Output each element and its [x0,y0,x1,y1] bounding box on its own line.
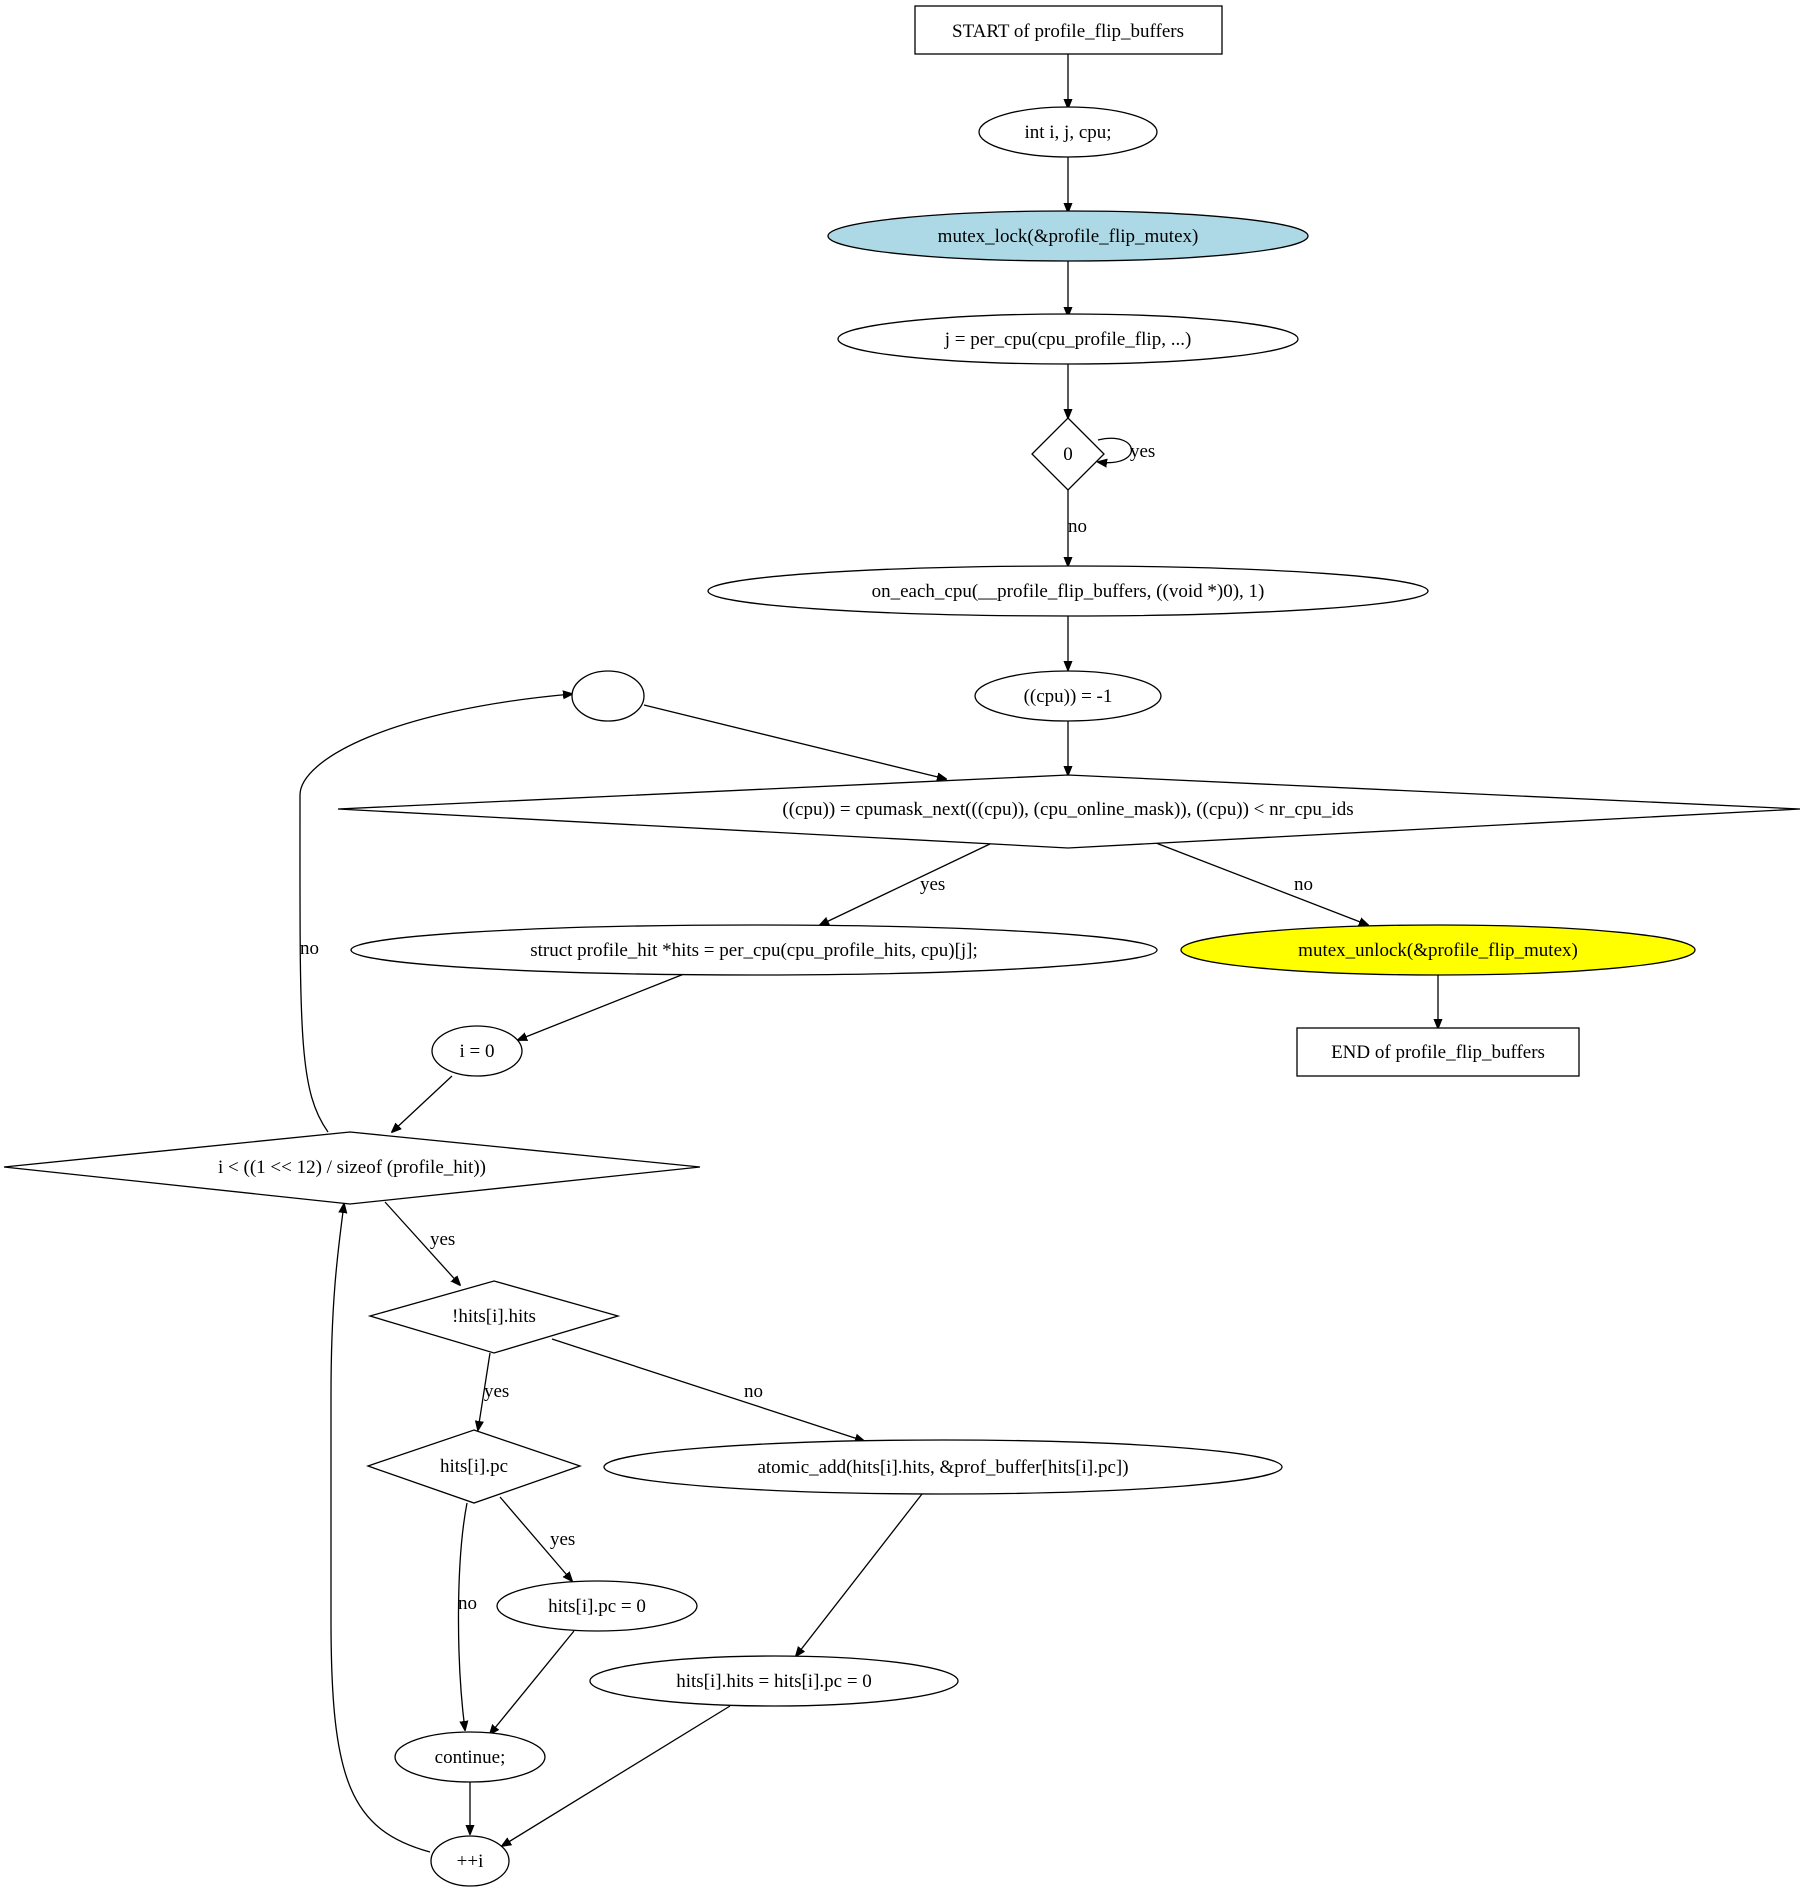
edge-label-nothits-yes: yes [484,1381,509,1402]
node-i-loop-label: i < ((1 << 12) / sizeof (profile_hit)) [218,1157,486,1178]
node-decl-label: int i, j, cpu; [1024,122,1111,143]
edge-label-pc-yes: yes [550,1529,575,1550]
node-end: END of profile_flip_buffers [1296,1027,1580,1077]
node-mutex-unlock: mutex_unlock(&profile_flip_mutex) [1180,924,1696,976]
node-hits-zero: hits[i].hits = hits[i].pc = 0 [589,1655,959,1707]
node-on-each-cpu: on_each_cpu(__profile_flip_buffers, ((vo… [707,565,1429,617]
edge-label-cpu-no: no [1294,874,1313,895]
node-atomic-add: atomic_add(hits[i].hits, &prof_buffer[hi… [603,1439,1283,1495]
node-on-each-cpu-label: on_each_cpu(__profile_flip_buffers, ((vo… [872,581,1265,602]
node-mutex-lock: mutex_lock(&profile_flip_mutex) [827,210,1309,262]
edge-label-cpu-yes: yes [920,874,945,895]
node-hits-decl-label: struct profile_hit *hits = per_cpu(cpu_p… [530,940,978,961]
node-hits-decl: struct profile_hit *hits = per_cpu(cpu_p… [350,924,1158,976]
node-empty [571,670,645,722]
node-not-hits-label: !hits[i].hits [452,1306,536,1327]
edge-atomic-hitszero [796,1493,923,1656]
node-i-init: i = 0 [431,1025,523,1077]
node-end-label: END of profile_flip_buffers [1331,1042,1545,1063]
edge-pczero-continue [490,1630,575,1734]
node-hits-zero-label: hits[i].hits = hits[i].pc = 0 [676,1671,872,1692]
edge-hitspc-pczero [499,1496,572,1581]
node-cpu-init: ((cpu)) = -1 [974,670,1162,722]
node-i-init-label: i = 0 [460,1041,495,1062]
edge-label-i-no: no [300,938,319,959]
node-mutex-unlock-label: mutex_unlock(&profile_flip_mutex) [1298,940,1578,961]
node-continue-label: continue; [435,1747,506,1768]
node-mutex-lock-label: mutex_lock(&profile_flip_mutex) [938,226,1199,247]
edge-hitsdecl-iinit [518,973,685,1040]
edge-cpuloop-unlock [1155,842,1368,925]
node-decl: int i, j, cpu; [978,106,1158,158]
edge-nothits-atomic [551,1338,864,1441]
edge-cpuloop-hitsdecl [820,842,993,925]
node-pc-zero: hits[i].pc = 0 [496,1580,698,1632]
edge-label-nothits-no: no [744,1381,763,1402]
edge-labels: yes no yes no no yes yes no yes no [300,441,1313,1614]
edge-iloop-nothits [384,1201,460,1285]
edge-label-cond0-yes: yes [1130,441,1155,462]
node-assign-j: j = per_cpu(cpu_profile_flip, ...) [837,313,1299,365]
node-atomic-add-label: atomic_add(hits[i].hits, &prof_buffer[hi… [757,1457,1128,1478]
edge-label-cond0-no: no [1068,516,1087,537]
node-continue: continue; [394,1731,546,1783]
edge-iloop-empty-no [299,694,572,1133]
edge-label-i-yes: yes [430,1229,455,1250]
edge-empty-cpuloop [643,704,946,779]
node-cpu-init-label: ((cpu)) = -1 [1024,686,1113,707]
node-cond0-label: 0 [1063,444,1073,465]
node-cpu-loop: ((cpu)) = cpumask_next(((cpu)), (cpu_onl… [337,774,1801,849]
edge-iinit-iloop [392,1075,453,1132]
edge-inci-iloop [330,1204,431,1853]
node-i-loop: i < ((1 << 12) / sizeof (profile_hit)) [3,1131,701,1205]
node-inc-i: ++i [430,1835,510,1887]
node-hits-pc: hits[i].pc [366,1429,582,1504]
node-cpu-loop-label: ((cpu)) = cpumask_next(((cpu)), (cpu_onl… [782,799,1353,820]
node-not-hits: !hits[i].hits [367,1280,621,1354]
node-assign-j-label: j = per_cpu(cpu_profile_flip, ...) [944,329,1192,350]
node-hits-pc-label: hits[i].pc [440,1456,508,1477]
node-pc-zero-label: hits[i].pc = 0 [548,1596,646,1617]
node-start-label: START of profile_flip_buffers [952,21,1184,42]
edge-cond0-self-loop [1098,437,1133,462]
edge-hitspc-continue [457,1502,467,1730]
edges [299,54,1438,1853]
edge-hitszero-inci [502,1705,731,1846]
edge-nothits-hitspc [478,1352,491,1430]
node-start: START of profile_flip_buffers [914,5,1223,55]
edge-label-pc-no: no [458,1593,477,1614]
node-inc-i-label: ++i [457,1851,484,1872]
node-cond0: 0 [1031,417,1105,491]
